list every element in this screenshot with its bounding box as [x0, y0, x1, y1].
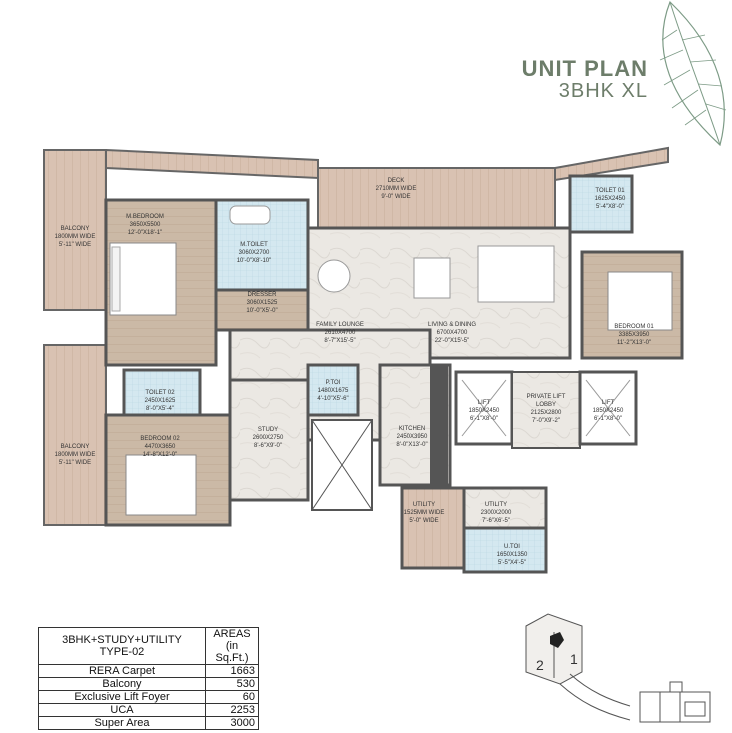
utility-a-label: UTILITY: [413, 502, 435, 508]
toilet01-label: TOILET 01: [595, 188, 625, 194]
svg-text:6700X4700: 6700X4700: [437, 330, 468, 336]
m-toilet-label: M.TOILET: [240, 242, 268, 248]
balcony-top-label: BALCONY: [61, 226, 90, 232]
unit-plan-title: UNIT PLAN: [521, 56, 648, 81]
table-row: Balcony 530: [38, 677, 259, 691]
lounge-table: [317, 259, 351, 293]
svg-text:1650X1350: 1650X1350: [497, 552, 528, 558]
area-table: 3BHK+STUDY+UTILITY TYPE-02 AREAS (in Sq.…: [38, 627, 259, 730]
utility-b-label: UTILITY: [485, 502, 507, 508]
u-toilet-floor: [462, 526, 548, 574]
kitchen-label: KITCHEN: [399, 426, 425, 432]
svg-text:LOBBY: LOBBY: [536, 402, 556, 408]
svg-text:2710MM WIDE: 2710MM WIDE: [376, 186, 417, 192]
svg-text:3650X5500: 3650X5500: [130, 222, 161, 228]
svg-text:2450X1625: 2450X1625: [145, 398, 176, 404]
unit-type-subtitle: 3BHK XL: [558, 80, 648, 102]
dresser-label: DRESSER: [247, 292, 277, 298]
svg-text:1525MM WIDE: 1525MM WIDE: [404, 510, 445, 516]
leaf-icon: [659, 0, 727, 147]
toilet02-label: TOILET 02: [145, 390, 175, 396]
svg-text:3385X3950: 3385X3950: [619, 332, 650, 338]
keyplan-unit-1: 1: [570, 651, 578, 667]
bedroom02-label: BEDROOM 02: [140, 436, 180, 442]
svg-text:4470X3650: 4470X3650: [145, 444, 176, 450]
balcony-bottom-label: BALCONY: [61, 444, 90, 450]
svg-text:2610X4700: 2610X4700: [325, 330, 356, 336]
svg-text:5'-4"X8'-0": 5'-4"X8'-0": [596, 204, 624, 210]
toilet01-floor: [568, 174, 634, 234]
svg-text:1850X2450: 1850X2450: [593, 408, 624, 414]
p-toilet-floor: [306, 363, 360, 417]
svg-text:12'-0"X18'-1": 12'-0"X18'-1": [128, 230, 163, 236]
deck-label: DECK: [388, 178, 405, 184]
lobby-label: PRIVATE LIFT: [527, 394, 566, 400]
svg-text:14'-8"X12'-0": 14'-8"X12'-0": [143, 452, 178, 458]
svg-text:2450X3950: 2450X3950: [397, 434, 428, 440]
table-row: UCA 2253: [38, 703, 259, 717]
utility-a-floor: [400, 486, 466, 570]
toilet02-floor: [122, 368, 202, 417]
table-row: RERA Carpet 1663: [38, 664, 259, 678]
svg-text:5'-5"X4'-5": 5'-5"X4'-5": [498, 560, 526, 566]
deck-area: [317, 167, 556, 229]
bed-02: [125, 454, 197, 516]
balcony-top: [43, 149, 107, 311]
svg-text:22'-0"X15'-5": 22'-0"X15'-5": [435, 338, 470, 344]
lobby-floor: [511, 371, 581, 449]
study-label: STUDY: [258, 427, 278, 433]
keyplan-unit-2: 2: [536, 657, 544, 673]
floor-plan: DECK 2710MM WIDE 9'-0" WIDE BALCONY 1800…: [43, 146, 684, 574]
svg-text:4'-10"X5'-6": 4'-10"X5'-6": [317, 396, 348, 402]
svg-text:8'-0"X5'-4": 8'-0"X5'-4": [146, 406, 174, 412]
svg-text:2300X2000: 2300X2000: [481, 510, 512, 516]
lift-right-label: LIFT: [602, 400, 615, 406]
table-row: Exclusive Lift Foyer 60: [38, 690, 259, 704]
svg-text:1850X2450: 1850X2450: [469, 408, 500, 414]
svg-text:8'-6"X9'-0": 8'-6"X9'-0": [254, 443, 282, 449]
area-table-header: 3BHK+STUDY+UTILITY TYPE-02 AREAS (in Sq.…: [38, 627, 259, 665]
svg-text:7'-6"X6'-5": 7'-6"X6'-5": [482, 518, 510, 524]
p-toilet-label: P.TOI: [326, 380, 341, 386]
utility-b-floor: [462, 486, 548, 530]
svg-text:6'-1"X8'-0": 6'-1"X8'-0": [594, 416, 622, 422]
svg-text:10'-0"X8'-10": 10'-0"X8'-10": [237, 258, 272, 264]
m-bed: [109, 242, 177, 316]
lift-left-label: LIFT: [478, 400, 491, 406]
u-toilet-label: U.TOI: [504, 544, 520, 550]
svg-text:6'-1"X8'-0": 6'-1"X8'-0": [470, 416, 498, 422]
svg-text:3060X1525: 3060X1525: [247, 300, 278, 306]
bedroom01-label: BEDROOM 01: [614, 324, 654, 330]
svg-text:3060X2700: 3060X2700: [239, 250, 270, 256]
bed-01: [607, 271, 673, 331]
svg-text:11'-2"X13'-0": 11'-2"X13'-0": [617, 340, 651, 346]
m-bedroom-label: M.BEDROOM: [126, 214, 164, 220]
svg-text:1800MM WIDE: 1800MM WIDE: [55, 452, 96, 458]
svg-text:5'-11" WIDE: 5'-11" WIDE: [59, 242, 91, 248]
svg-text:2125X2800: 2125X2800: [531, 410, 562, 416]
family-lounge-label: FAMILY LOUNGE: [316, 322, 364, 328]
svg-text:1625X2450: 1625X2450: [595, 196, 626, 202]
sofa: [477, 245, 555, 303]
svg-text:10'-0"X5'-0": 10'-0"X5'-0": [246, 308, 277, 314]
svg-text:5'-0" WIDE: 5'-0" WIDE: [409, 518, 438, 524]
svg-text:5'-11" WIDE: 5'-11" WIDE: [59, 460, 91, 466]
dining-table: [413, 257, 451, 299]
svg-text:1800MM WIDE: 1800MM WIDE: [55, 234, 96, 240]
balcony-top-left-strip: [105, 148, 319, 180]
unit-highlight: [550, 632, 564, 648]
svg-text:8'-0"X13'-0": 8'-0"X13'-0": [396, 442, 427, 448]
svg-text:2600X2750: 2600X2750: [253, 435, 284, 441]
balcony-top-right-strip: [554, 146, 669, 182]
svg-text:8'-7"X15'-5": 8'-7"X15'-5": [324, 338, 355, 344]
living-dining-label: LIVING & DINING: [428, 322, 476, 328]
balcony-bottom: [43, 344, 107, 526]
table-row: Super Area 3000: [38, 716, 259, 730]
svg-text:1480X1675: 1480X1675: [318, 388, 349, 394]
key-plan: 1 2: [525, 613, 711, 723]
svg-text:7'-0"X9'-2": 7'-0"X9'-2": [532, 418, 560, 424]
svg-text:9'-0" WIDE: 9'-0" WIDE: [381, 194, 410, 200]
